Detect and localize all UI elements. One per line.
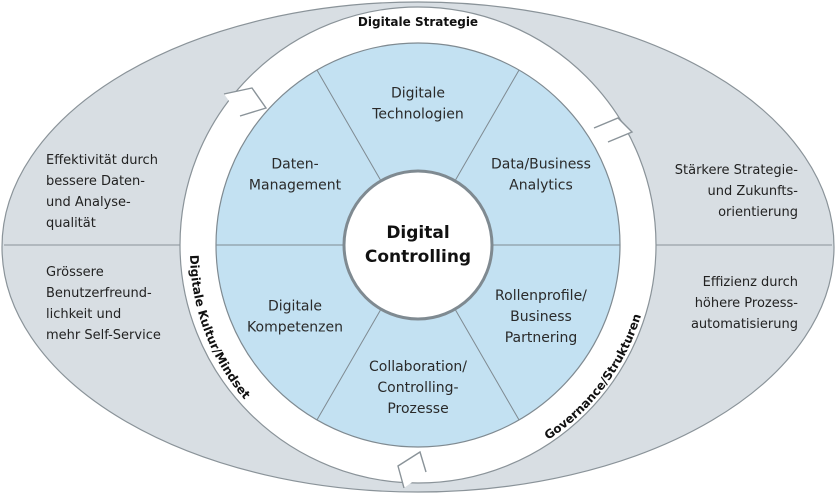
ring-separator-bottom	[397, 450, 427, 489]
ring-label-top: Digitale Strategie	[358, 15, 478, 29]
outer-text-line: und Analyse-	[46, 195, 131, 210]
outer-text-line: bessere Daten-	[46, 174, 145, 189]
segment-label-line: Partnering	[505, 330, 578, 346]
center-title-line2: Controlling	[365, 247, 471, 267]
outer-text-line: qualität	[46, 216, 96, 231]
outer-text-line: Effektivität durch	[46, 153, 158, 168]
outer-text-line: orientierung	[718, 205, 798, 220]
segment-divider	[316, 69, 382, 182]
segment-label-line: Kompetenzen	[247, 320, 343, 336]
center-title-line1: Digital	[386, 223, 449, 243]
segment-label-line: Controlling-	[377, 380, 458, 396]
segment-label-line: Daten-	[271, 157, 318, 173]
segment-label-line: Data/Business	[491, 157, 591, 173]
segment-divider	[316, 308, 382, 421]
outer-text-line: Benutzerfreund-	[46, 286, 152, 301]
ring-separator-top-left	[223, 87, 268, 117]
outer-text-top-left: Effektivität durch bessere Daten-und Anal…	[46, 153, 158, 231]
segment-label-line: Management	[249, 178, 342, 194]
outer-text-line: automatisierung	[691, 317, 798, 332]
segment-divider	[454, 308, 520, 421]
segment-divider	[454, 69, 520, 182]
segment-label-line: Technologien	[371, 107, 464, 123]
segment-label-line: Business	[510, 309, 572, 325]
outer-text-line: Grössere	[46, 265, 104, 280]
outer-text-line: und Zukunfts-	[707, 184, 798, 199]
ring-separator-top-right	[593, 117, 634, 143]
segment-label-line: Prozesse	[387, 401, 448, 417]
segment-label-line: Collaboration/	[369, 359, 467, 375]
outer-text-line: lichkeit und	[46, 307, 121, 322]
outer-text-line: höhere Prozess-	[695, 296, 799, 311]
outer-text-line: Stärkere Strategie-	[675, 163, 799, 178]
segment-label-line: Analytics	[509, 178, 573, 194]
outer-text-line: Effizienz durch	[703, 275, 798, 290]
outer-text-top-right: Stärkere Strategie-und Zukunfts-orientie…	[675, 163, 799, 220]
segment-label-line: Rollenprofile/	[495, 288, 587, 304]
outer-text-line: mehr Self-Service	[46, 328, 161, 343]
center-circle	[342, 169, 494, 321]
segment-label-line: Digitale	[391, 86, 445, 102]
outer-text-bottom-right: Effizienz durch höhere Prozess-automatisi…	[691, 275, 798, 332]
segment-label-line: Digitale	[268, 299, 322, 315]
